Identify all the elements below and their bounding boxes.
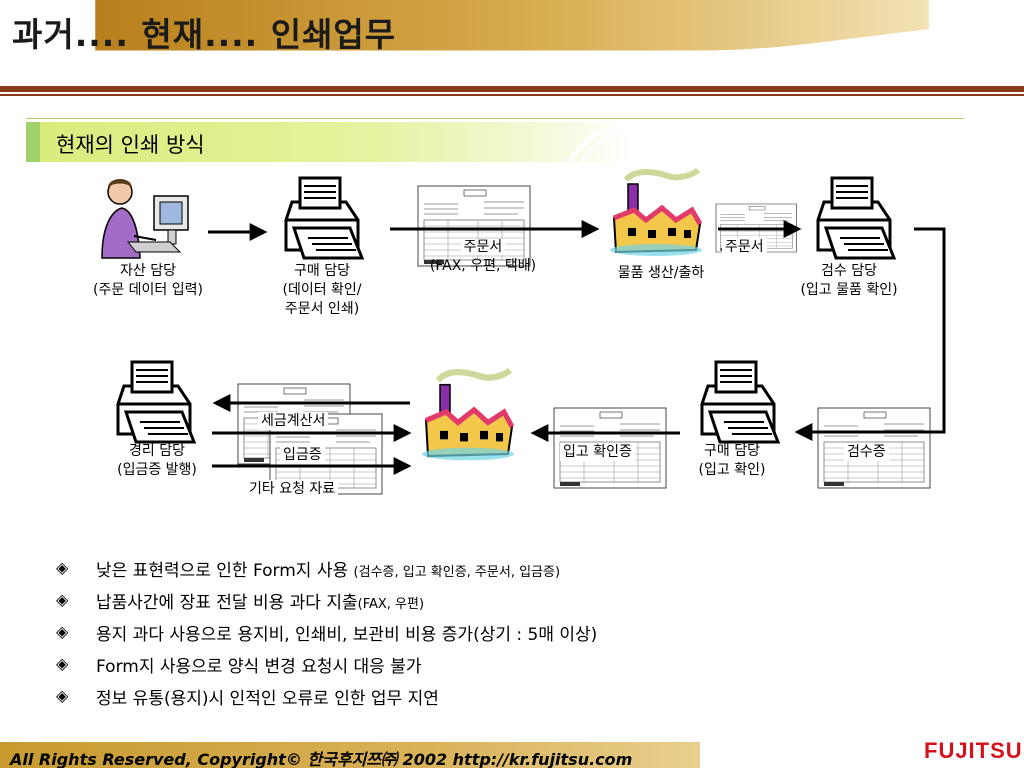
- asset-node-label: 자산 담당 (주문 데이터 입력): [68, 262, 228, 300]
- factory-top-label: 물품 생산/출하: [617, 265, 705, 281]
- purchase-confirm-role: 구매 담당: [704, 443, 760, 459]
- printer-icon: [816, 176, 896, 260]
- list-item-text: 낮은 표현력으로 인한 Form지 사용: [96, 561, 354, 581]
- inspection-role: 검수 담당: [821, 263, 877, 279]
- inspection-task: (입고 물품 확인): [800, 282, 898, 298]
- section-title-accent: [26, 122, 40, 162]
- printer-icon: [700, 360, 780, 444]
- order-doc-channels: (FAX, 우편, 택배): [429, 258, 537, 274]
- bullet-diamond-icon: ◈: [56, 558, 69, 577]
- purchase-confirm-task: (입고 확인): [698, 462, 766, 478]
- section-title-bar: [26, 122, 632, 162]
- issue-list: ◈ 낮은 표현력으로 인한 Form지 사용 (검수증, 입고 확인증, 주문서…: [56, 556, 956, 716]
- asset-role: 자산 담당: [120, 263, 176, 279]
- list-item: ◈ Form지 사용으로 양식 변경 요청시 대응 불가: [56, 652, 956, 684]
- list-item-text: 용지 과다 사용으로 용지비, 인쇄비, 보관비 비용 증가(상기 : 5매 이…: [96, 625, 598, 645]
- header-band: [95, 0, 929, 70]
- accounting-role: 경리 담당: [129, 443, 185, 459]
- purchase-confirm-node-label: 구매 담당 (입고 확인): [672, 442, 792, 480]
- list-item: ◈ 납품사간에 장표 전달 비용 과다 지출(FAX, 우편): [56, 588, 956, 620]
- header-divider-thin: [0, 94, 1024, 96]
- page-title: 과거.... 현재.... 인쇄업무: [12, 15, 397, 54]
- fujitsu-logo: FUJITSU: [924, 738, 1023, 763]
- order-doc-title: 주문서: [460, 239, 506, 255]
- other-docs-label: 기타 요청 자료: [246, 480, 339, 498]
- inspection-node-label: 검수 담당 (입고 물품 확인): [776, 262, 922, 300]
- printer-icon: [284, 176, 364, 260]
- list-item-note: (검수증, 입고 확인증, 주문서, 입금증): [353, 565, 561, 580]
- list-item-note: (FAX, 우편): [357, 597, 425, 612]
- order-doc-node-label: 주문서 (FAX, 우편, 택배): [408, 238, 558, 276]
- header-divider: [0, 86, 1024, 92]
- person-computer-icon: [101, 179, 189, 259]
- section-title: 현재의 인쇄 방식: [56, 133, 205, 157]
- factory-icon: [422, 370, 514, 460]
- list-item: ◈ 낮은 표현력으로 인한 Form지 사용 (검수증, 입고 확인증, 주문서…: [56, 556, 956, 588]
- accounting-task: (입금증 발행): [117, 462, 197, 478]
- tax-invoice-label: 세금계산서: [258, 412, 329, 430]
- section-divider: [26, 118, 964, 119]
- deposit-slip-label: 입금증: [280, 446, 325, 464]
- footer-copyright: All Rights Reserved, Copyright© 한국후지쯔㈜ 2…: [10, 750, 633, 768]
- purchase-print-task-2: 주문서 인쇄): [284, 301, 360, 317]
- bullet-diamond-icon: ◈: [56, 622, 69, 641]
- order-doc-small-label: 주문서: [722, 238, 767, 256]
- footer-band: [0, 742, 700, 768]
- accounting-node-label: 경리 담당 (입금증 발행): [92, 442, 222, 480]
- factory-icon: [610, 170, 702, 256]
- list-item: ◈ 정보 유통(용지)시 인적인 오류로 인한 업무 지연: [56, 684, 956, 716]
- swoosh-decoration: [567, 122, 637, 162]
- bullet-diamond-icon: ◈: [56, 590, 69, 609]
- purchase-print-task: (데이터 확인/: [282, 282, 362, 298]
- receipt-doc-label: 입고 확인증: [560, 443, 635, 461]
- printer-icon: [116, 360, 196, 444]
- purchase-print-node-label: 구매 담당 (데이터 확인/ 주문서 인쇄): [252, 262, 392, 319]
- list-item: ◈ 용지 과다 사용으로 용지비, 인쇄비, 보관비 비용 증가(상기 : 5매…: [56, 620, 956, 652]
- list-item-text: Form지 사용으로 양식 변경 요청시 대응 불가: [96, 657, 422, 677]
- workflow-diagram: [101, 0, 946, 495]
- bullet-diamond-icon: ◈: [56, 686, 69, 705]
- bullet-diamond-icon: ◈: [56, 654, 69, 673]
- purchase-print-role: 구매 담당: [294, 263, 350, 279]
- inspection-doc-label: 검수증: [844, 443, 889, 461]
- list-item-text: 정보 유통(용지)시 인적인 오류로 인한 업무 지연: [96, 689, 439, 709]
- asset-task: (주문 데이터 입력): [93, 282, 203, 298]
- list-item-text: 납품사간에 장표 전달 비용 과다 지출: [96, 593, 358, 613]
